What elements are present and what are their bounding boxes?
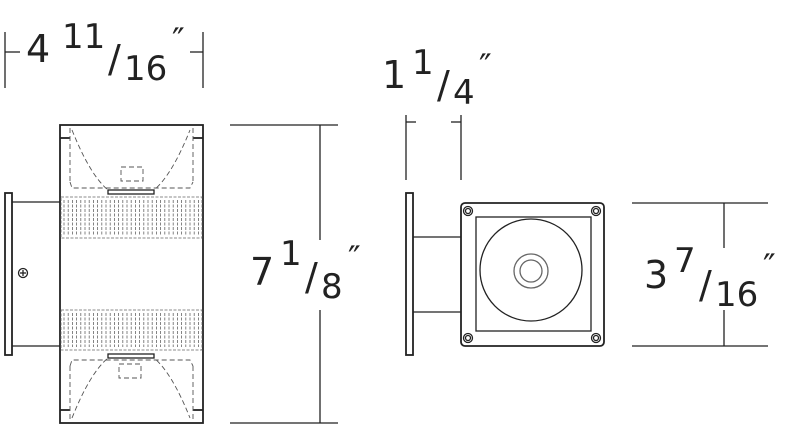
height-slash: / [305,255,318,299]
width-numerator: 11 [62,17,105,57]
height-denominator: 8 [321,267,343,307]
fin-band-outline [60,309,203,351]
depth-dimension: 3 7 / 16 ″ [632,202,776,347]
corner-screw-icons [462,205,602,344]
lower-fin-band [60,309,203,351]
depth-slash: / [699,263,712,307]
extension-dimension: 1 1 / 4 ″ [382,43,492,180]
height-numerator: 1 [280,234,302,274]
height-whole: 7 [250,250,274,294]
upper-fin-band [60,196,203,239]
wall-plate [4,192,13,356]
width-slash: / [108,37,121,81]
extension-slash: / [437,63,450,107]
depth-numerator: 7 [674,241,696,281]
width-unit: ″ [172,21,185,61]
extension-numerator: 1 [412,43,434,83]
wall-plate [405,192,414,356]
front-view-fixture [405,192,605,356]
fixture-face [460,202,605,347]
depth-denominator: 16 [715,275,758,315]
fixture-body [59,124,204,424]
lens [479,218,583,322]
fin-band-outline [60,196,203,239]
depth-unit: ″ [763,247,776,287]
side-view-fixture [4,124,204,424]
screw-icon [17,267,29,279]
extension-denominator: 4 [453,73,475,113]
extension-unit: ″ [479,47,492,87]
extension-whole: 1 [382,53,406,97]
height-unit: ″ [348,239,361,279]
width-dimension: 4 11 / 16 ″ [4,17,204,89]
depth-whole: 3 [644,253,668,297]
width-denominator: 16 [124,49,167,89]
height-dimension: 7 1 / 8 ″ [230,124,361,424]
width-whole: 4 [26,27,50,71]
